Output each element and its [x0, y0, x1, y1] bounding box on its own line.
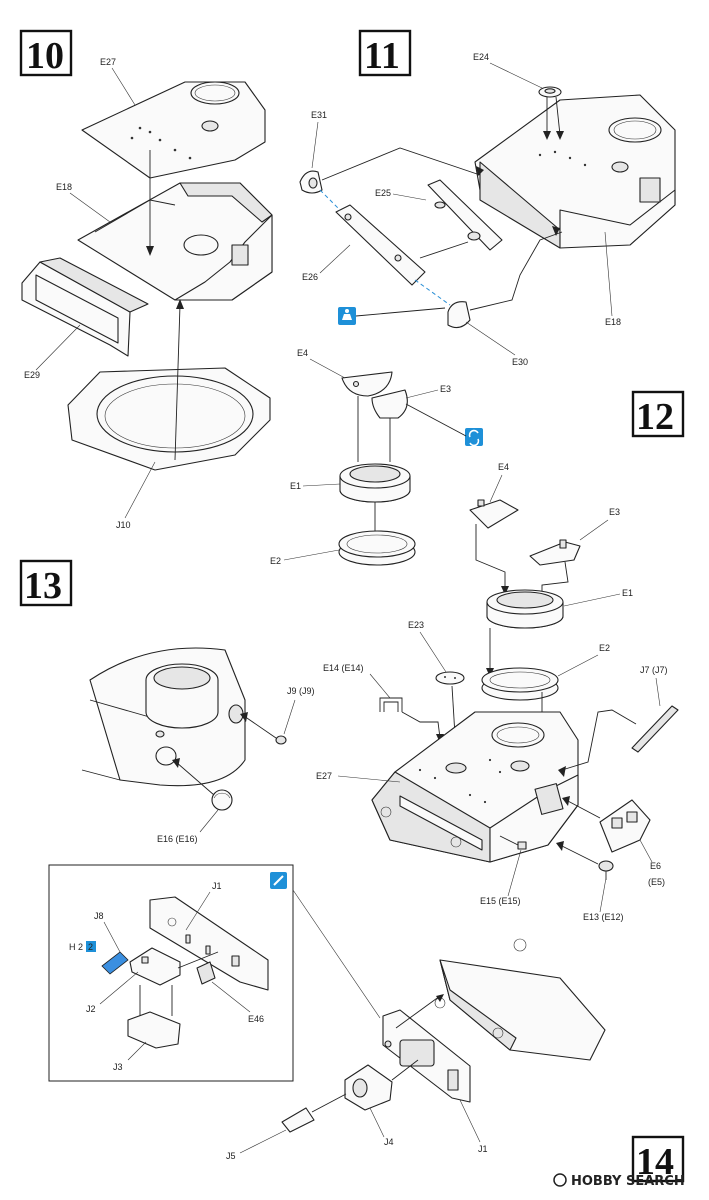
hook-e13 [598, 860, 614, 880]
step-14: 14 J1 J8 H 2 2 [48, 864, 685, 1183]
label-e30: E30 [512, 357, 528, 367]
step-10-box [19, 29, 73, 77]
bolt-e15 [517, 841, 527, 850]
periscope-cap-e24 [538, 86, 562, 98]
mount-e30 [447, 301, 471, 329]
label-e4-upper: E4 [297, 348, 308, 358]
turret-body-e18 [77, 182, 273, 301]
label-e29: E29 [24, 370, 40, 380]
label-e16: E16 (E16) [157, 834, 198, 844]
label-j1-inset: J1 [212, 881, 222, 891]
mount-e31 [299, 170, 323, 194]
hatch-half-e4-upper [341, 371, 393, 397]
ball-mount-e16 [211, 789, 233, 811]
watermark-text: HOBBY SEARCH [571, 1174, 685, 1189]
step-12: 12 E4 E3 E1 E2 [270, 348, 685, 922]
turret-roof-plate-e27 [81, 81, 266, 179]
side-hatch-e6 [599, 799, 651, 853]
paint-code-num2: 2 [88, 942, 93, 952]
paint-code-h: H [69, 942, 76, 952]
label-e13: E13 (E12) [583, 912, 624, 922]
turret-side-view [81, 647, 246, 787]
label-e1-side: E1 [622, 588, 633, 598]
label-j9: J9 (J9) [287, 686, 315, 696]
paint-code-tag: H 2 2 [69, 941, 96, 952]
label-e24: E24 [473, 52, 489, 62]
label-j4: J4 [384, 1137, 394, 1147]
step-13-number: 13 [24, 565, 62, 607]
hatch-half-e4-open [469, 499, 519, 529]
step-13-box [19, 559, 73, 607]
step-11-number: 11 [364, 35, 400, 77]
label-e2-upper: E2 [270, 556, 281, 566]
label-e23: E23 [408, 620, 424, 630]
label-e27-step12: E27 [316, 771, 332, 781]
machine-gun-j8 [101, 951, 129, 975]
label-e6: E6 [650, 861, 661, 871]
mantlet-plate-j1-inset [149, 896, 269, 991]
cupola-ring-e2-side [481, 667, 559, 701]
label-e46: E46 [248, 1014, 264, 1024]
label-e25: E25 [375, 188, 391, 198]
gun-cradle-j3 [127, 1011, 181, 1049]
label-j10: J10 [116, 520, 131, 530]
step-12-number: 12 [636, 396, 674, 438]
label-e14: E14 (E14) [323, 663, 364, 673]
label-e18-step11: E18 [605, 317, 621, 327]
label-e26: E26 [302, 272, 318, 282]
commander-cupola-e1-side [486, 589, 564, 629]
barrel-sleeve-j5 [281, 1107, 315, 1133]
gun-barrel-half-e26 [335, 204, 426, 286]
paint-code-num1: 2 [78, 942, 83, 952]
rotatable-parts-icon [465, 428, 483, 447]
label-e15: E15 (E15) [480, 896, 521, 906]
gun-mount-j4 [344, 1064, 393, 1111]
gun-mount-j2 [129, 947, 181, 986]
label-j5: J5 [226, 1151, 236, 1161]
mantlet-e29 [21, 257, 149, 357]
step-11: 11 E24 E31 [299, 29, 676, 367]
hatch-half-e3-open [529, 539, 581, 566]
label-e4-open: E4 [498, 462, 509, 472]
mantlet-plate-j1 [382, 1009, 471, 1103]
label-e31: E31 [311, 110, 327, 120]
turret-front-assembly [434, 938, 606, 1061]
step-10-number: 10 [26, 35, 64, 77]
step-14-number: 14 [636, 1141, 674, 1183]
paint-brush-icon [270, 872, 287, 889]
step-12-box [631, 390, 685, 438]
step-10: 10 [19, 29, 273, 530]
grab-handle-e14 [379, 697, 403, 712]
gun-barrel-half-e25 [427, 179, 503, 251]
step-14-box [631, 1135, 685, 1183]
hatch-half-e3-upper [371, 389, 408, 419]
label-j1: J1 [478, 1144, 488, 1154]
label-e1-upper: E1 [290, 481, 301, 491]
label-j3: J3 [113, 1062, 123, 1072]
turret-ring-base-j10 [67, 367, 271, 471]
detail-inset-frame [48, 864, 294, 1082]
label-e2-side: E2 [599, 643, 610, 653]
label-j2: J2 [86, 1004, 96, 1014]
step-13: 13 J9 (J9) E16 (E16) [19, 559, 315, 844]
turret-assembly-e18 [474, 94, 676, 249]
step-11-box [358, 29, 412, 77]
commander-cupola-e1 [339, 463, 411, 503]
hobby-search-watermark: HOBBY SEARCH [553, 1173, 685, 1189]
label-e3-upper: E3 [440, 384, 451, 394]
label-e5: (E5) [648, 877, 665, 887]
periscope-j9 [275, 735, 287, 745]
label-e27-step10: E27 [100, 57, 116, 67]
vent-cover-e23 [435, 671, 465, 685]
label-j8: J8 [94, 911, 104, 921]
turret-assembly-e27 [371, 711, 579, 863]
label-e3-open: E3 [609, 507, 620, 517]
label-j7: J7 (J7) [640, 665, 668, 675]
cupola-ring-e2 [338, 530, 416, 566]
glue-tube-icon [338, 307, 356, 325]
rail-j7 [631, 705, 679, 753]
label-e18-step10: E18 [56, 182, 72, 192]
plate-e46 [196, 961, 216, 985]
